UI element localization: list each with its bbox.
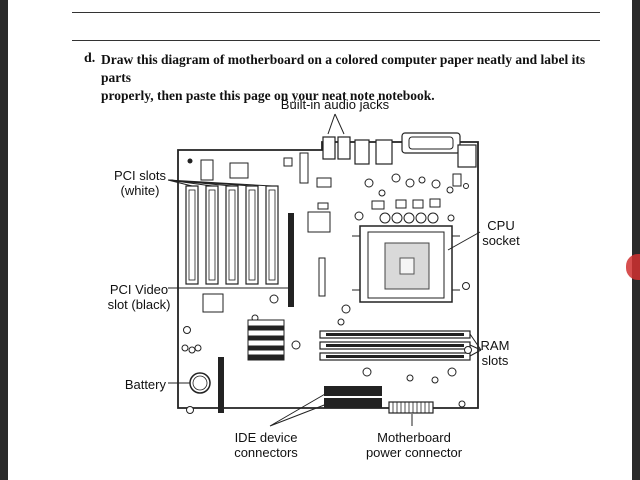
small-chip [283,157,293,167]
label-audio-jacks: Built-in audio jacks [280,97,390,112]
instruction-line-2: properly, then paste this page on your n… [101,88,435,103]
pci-slots [185,185,279,285]
label-pci-video-slot: PCI Video slot (black) [107,282,171,312]
audio-jack-group [322,136,393,165]
ruled-line [72,12,600,13]
misc-components [251,152,469,408]
mount-holes [181,282,472,414]
label-power-connector: Motherboard power connector [365,430,463,460]
power-connector [388,401,434,414]
led-dot [187,158,193,164]
ruled-line [72,40,600,41]
chip [202,293,224,313]
bios-chip [218,357,224,413]
ram-slots [319,330,471,361]
leader-lines [167,113,482,427]
label-ide-connectors: IDE device connectors [234,430,298,460]
instruction-letter: d. [84,51,96,66]
video-frame-right [632,0,640,480]
label-pci-slots: PCI slots (white) [113,168,166,198]
jumper-block [200,159,214,181]
ide-connectors [324,386,382,408]
video-frame-left [0,0,8,480]
rear-io-connectors [401,132,477,168]
cpu-socket [352,225,460,303]
record-indicator [626,254,640,280]
chip [229,162,249,179]
instruction-text: Draw this diagram of motherboard on a co… [101,51,591,105]
label-cpu-socket: CPU socket [482,218,520,248]
label-ram-slots: RAM slots [480,338,510,368]
pci-video-slot [288,213,294,307]
label-battery: Battery [124,377,166,392]
chipset-heatsink [247,319,285,361]
instruction-line-1: Draw this diagram of motherboard on a co… [101,52,586,85]
